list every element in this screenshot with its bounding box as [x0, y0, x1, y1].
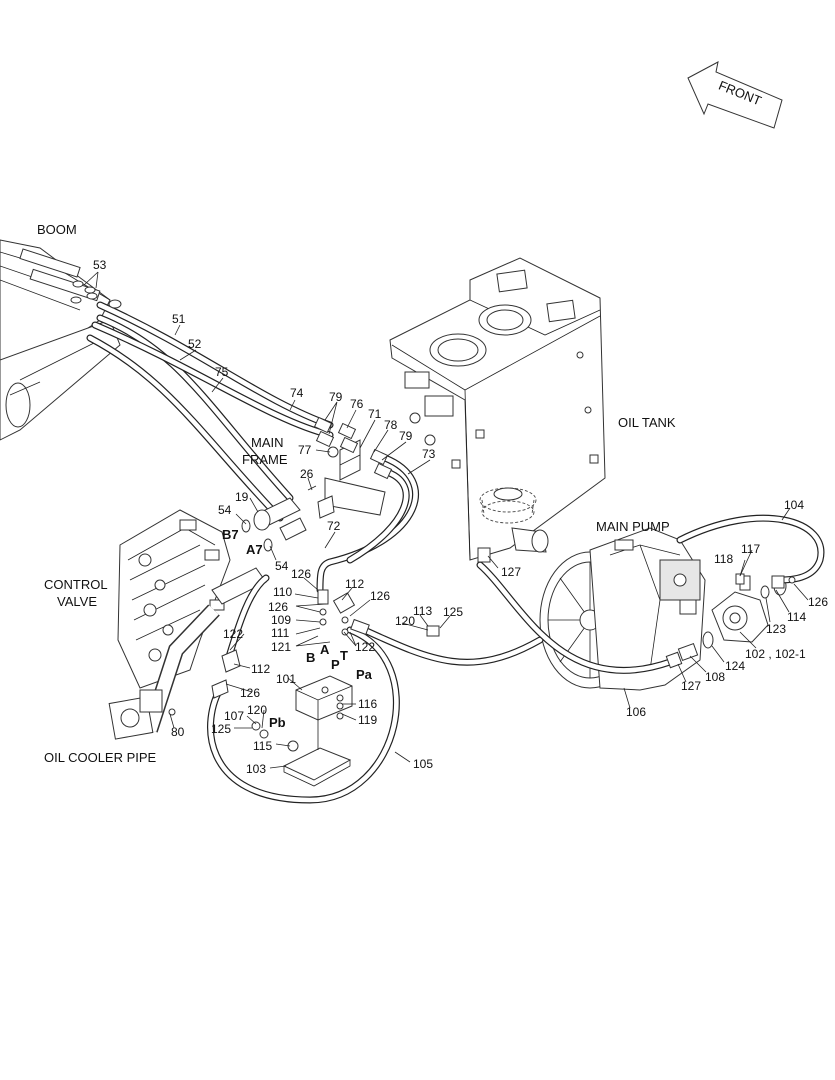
part-number: 106 [626, 705, 646, 719]
part-number: 118 [714, 552, 733, 566]
part-number: 72 [327, 519, 341, 533]
part-number: 53 [93, 258, 107, 272]
part-number: 108 [705, 670, 725, 684]
part-number: 71 [368, 407, 382, 421]
front-direction-arrow: FRONT [687, 61, 783, 129]
part-number: 51 [172, 312, 186, 326]
part-number: 75 [215, 365, 229, 379]
control-valve-caption-2: VALVE [57, 594, 97, 609]
oil-cooler-pipe-caption: OIL COOLER PIPE [44, 750, 157, 765]
part-number: 117 [741, 542, 760, 556]
port-label-t: T [340, 648, 348, 663]
part-number: 120 [247, 703, 267, 717]
hose-lines [86, 301, 825, 804]
part-number: 114 [787, 610, 806, 624]
part-number: 110 [273, 585, 292, 599]
main-pump [539, 527, 706, 691]
part-number: 109 [271, 613, 291, 627]
part-number: 103 [246, 762, 266, 776]
part-number: 104 [784, 498, 804, 512]
part-number: 26 [300, 467, 314, 481]
port-label-a: A [320, 642, 330, 657]
part-number: 126 [808, 595, 828, 609]
valve-block [282, 675, 353, 787]
part-number: 119 [358, 713, 377, 727]
part-number: 52 [188, 337, 202, 351]
part-number: 120 [395, 614, 415, 628]
part-number: 107 [224, 709, 244, 723]
part-number: 19 [235, 490, 249, 504]
part-number: 123 [766, 622, 786, 636]
boom-caption: BOOM [37, 222, 77, 237]
part-number: 102 , 102-1 [745, 647, 806, 661]
part-number: 122 [355, 640, 375, 654]
part-number: 112 [345, 577, 364, 591]
oil-cooler-pipe [108, 604, 220, 740]
part-number: 124 [725, 659, 745, 673]
part-number: 122 [223, 627, 243, 641]
part-number: 126 [291, 567, 311, 581]
part-number: 54 [218, 503, 232, 517]
part-number: 125 [443, 605, 463, 619]
part-number: 76 [350, 397, 364, 411]
port-labels: B7 A7 B A P T Pa Pb [222, 527, 373, 730]
part-number: 105 [413, 757, 433, 771]
part-number: 116 [358, 697, 377, 711]
part-number: 115 [253, 739, 272, 753]
part-number: 126 [268, 600, 288, 614]
main-frame-caption-2: FRAME [242, 452, 288, 467]
part-number: 78 [384, 418, 398, 432]
part-number: 126 [370, 589, 390, 603]
control-valve [117, 509, 267, 689]
boom-structure [0, 239, 121, 441]
hose-bracket [324, 439, 386, 516]
port-label-b7: B7 [222, 527, 239, 542]
part-number-labels: 53 51 52 75 74 79 76 71 78 79 73 77 26 1… [93, 258, 828, 776]
port-label-b: B [306, 650, 315, 665]
part-number: 77 [298, 443, 312, 457]
part-number: 79 [399, 429, 413, 443]
port-label-pb: Pb [269, 715, 286, 730]
part-number: 80 [171, 725, 185, 739]
fittings [70, 280, 796, 739]
control-valve-caption-1: CONTROL [44, 577, 108, 592]
part-number: 125 [211, 722, 231, 736]
part-number: 54 [275, 559, 289, 573]
part-number: 112 [251, 662, 270, 676]
oil-tank-caption: OIL TANK [618, 415, 676, 430]
gear-pump [702, 575, 787, 649]
leader-lines [83, 271, 809, 769]
port-label-pa: Pa [356, 667, 373, 682]
part-number: 127 [501, 565, 521, 579]
part-number: 127 [681, 679, 701, 693]
part-number: 74 [290, 386, 304, 400]
strainer-assembly [479, 487, 549, 553]
main-frame-caption-1: MAIN [251, 435, 284, 450]
oil-tank [389, 257, 606, 561]
port-label-a7: A7 [246, 542, 263, 557]
part-number: 111 [271, 626, 290, 640]
part-number: 101 [276, 672, 296, 686]
port-label-p: P [331, 657, 340, 672]
part-number: 126 [240, 686, 260, 700]
part-number: 121 [271, 640, 291, 654]
part-number: 79 [329, 390, 343, 404]
part-number: 113 [413, 604, 432, 618]
part-number: 73 [422, 447, 436, 461]
main-pump-caption: MAIN PUMP [596, 519, 670, 534]
